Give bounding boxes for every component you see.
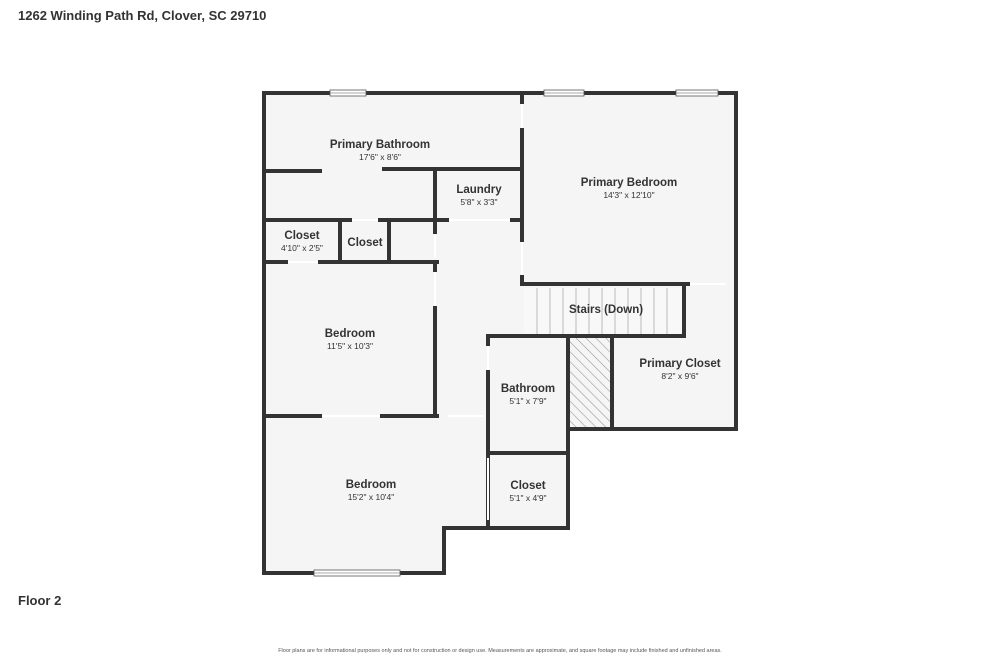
room-primary-bedroom: Primary Bedroom 14'3" x 12'10" (581, 177, 678, 200)
room-primary-closet: Primary Closet 8'2" x 9'6" (639, 358, 720, 381)
room-dims: 5'8" x 3'3" (460, 197, 497, 207)
room-dims: 15'2" x 10'4" (348, 492, 395, 502)
room-name: Laundry (456, 184, 502, 196)
room-closet-small: Closet 4'10" x 2'5" (281, 230, 323, 253)
room-name: Primary Bedroom (581, 177, 678, 189)
room-name: Bedroom (346, 479, 396, 491)
room-closet-unsized: Closet (347, 237, 382, 249)
shaft-hatch (570, 338, 611, 427)
room-name: Bathroom (501, 383, 555, 395)
room-name: Closet (347, 237, 382, 249)
room-bathroom: Bathroom 5'1" x 7'9" (501, 383, 555, 406)
room-name: Stairs (Down) (569, 304, 643, 316)
room-name: Bedroom (325, 328, 375, 340)
disclaimer: Floor plans are for informational purpos… (278, 648, 722, 654)
room-dims: 4'10" x 2'5" (281, 243, 323, 253)
floor-area (264, 93, 736, 573)
room-name: Closet (510, 480, 545, 492)
window (313, 569, 401, 577)
room-dims: 5'1" x 4'9" (509, 493, 546, 503)
door-openings (288, 104, 726, 520)
room-stairs: Stairs (Down) (569, 304, 643, 316)
room-bedroom-lower: Bedroom 15'2" x 10'4" (346, 479, 396, 502)
floor-label: Floor 2 (18, 593, 62, 608)
room-name: Closet (284, 230, 319, 242)
walls (262, 91, 738, 575)
window (675, 89, 719, 97)
windows (313, 89, 719, 577)
room-dims: 8'2" x 9'6" (661, 371, 698, 381)
room-name: Primary Closet (639, 358, 720, 370)
room-name: Primary Bathroom (330, 139, 430, 151)
room-bedroom-upper: Bedroom 11'5" x 10'3" (325, 328, 375, 351)
room-dims: 5'1" x 7'9" (509, 396, 546, 406)
window (543, 89, 585, 97)
room-dims: 17'6" x 8'6" (359, 152, 401, 162)
room-dims: 14'3" x 12'10" (603, 190, 654, 200)
room-laundry: Laundry 5'8" x 3'3" (456, 184, 502, 207)
room-primary-bathroom: Primary Bathroom 17'6" x 8'6" (330, 139, 430, 162)
window (329, 89, 367, 97)
stairs (524, 288, 682, 334)
room-dims: 11'5" x 10'3" (327, 341, 373, 351)
room-closet-lower: Closet 5'1" x 4'9" (509, 480, 546, 503)
address-title: 1262 Winding Path Rd, Clover, SC 29710 (18, 8, 267, 23)
